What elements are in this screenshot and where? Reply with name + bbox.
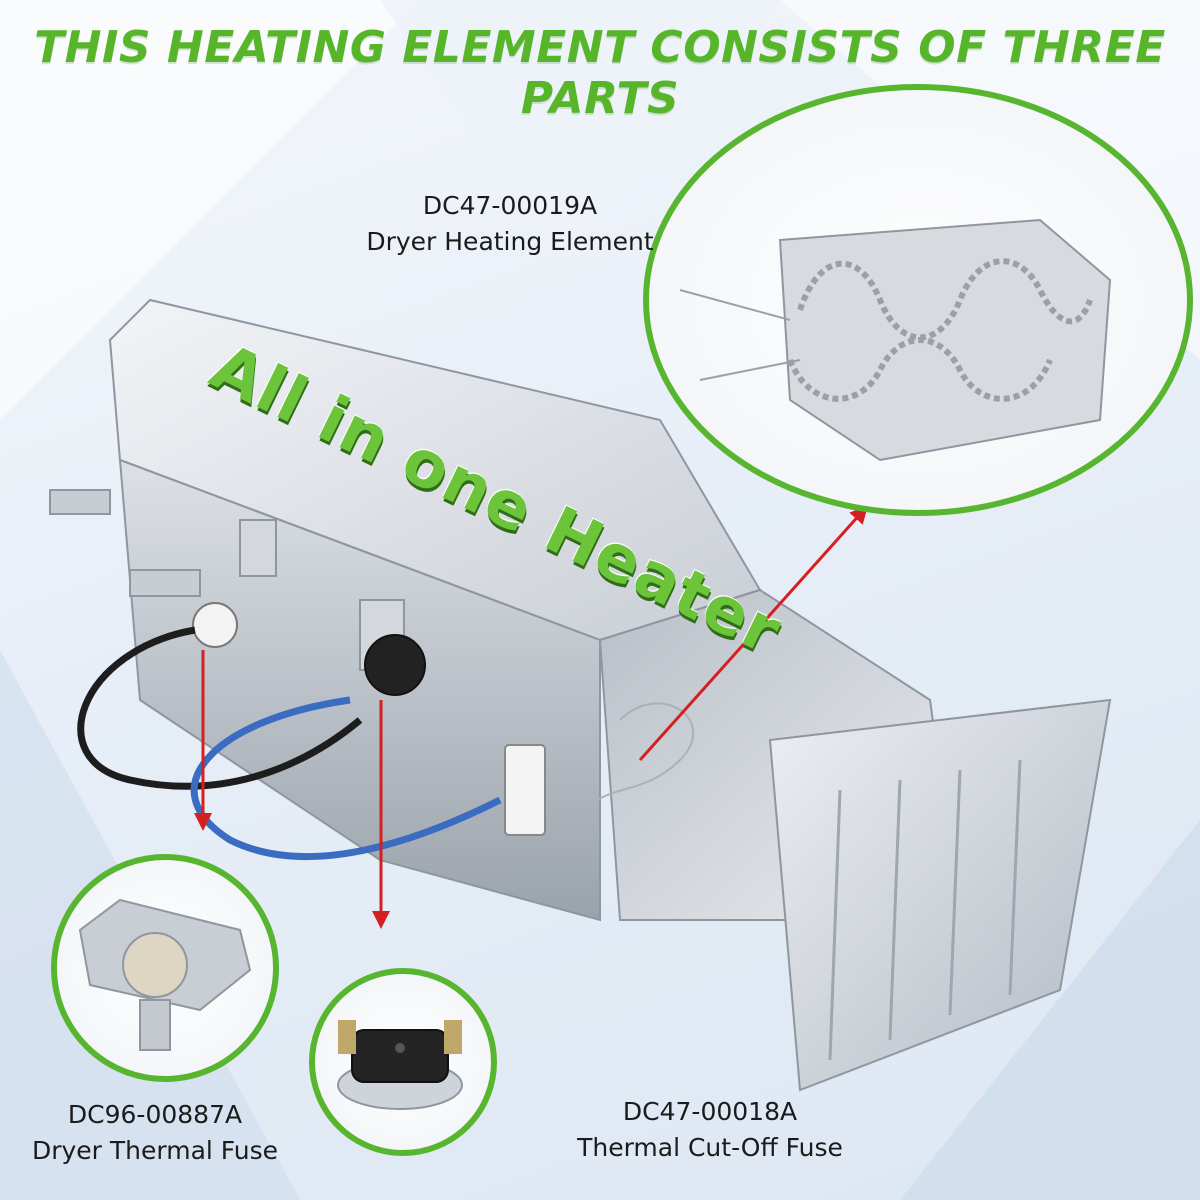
heating-coil-icon: [679, 218, 1112, 462]
thermal-fuse-code: DC96-00887A: [67, 1100, 243, 1129]
headline: THIS HEATING ELEMENT CONSISTS OF THREE P…: [34, 22, 1166, 124]
cutoff-fuse-name: Thermal Cut-Off Fuse: [577, 1133, 843, 1162]
arrow-to-heating-element: [638, 505, 869, 762]
cutoff-fuse-code: DC47-00018A: [622, 1097, 798, 1126]
cutoff-fuse-icon: [337, 1020, 463, 1110]
thermal-fuse-circle: [51, 854, 279, 1082]
heating-element-code: DC47-00019A: [422, 191, 598, 220]
heater-housing: [49, 298, 1112, 1092]
heating-element-circle: [643, 84, 1193, 516]
thermal-fuse-icon: [78, 898, 252, 1051]
heating-element-name: Dryer Heating Element: [366, 227, 654, 256]
thermal-fuse-label: DC96-00887A Dryer Thermal Fuse: [20, 1097, 290, 1169]
thermal-fuse-name: Dryer Thermal Fuse: [31, 1136, 279, 1165]
cutoff-fuse-circle: [309, 968, 497, 1156]
cutoff-fuse-label: DC47-00018A Thermal Cut-Off Fuse: [550, 1094, 870, 1166]
heating-element-label: DC47-00019A Dryer Heating Element: [360, 188, 660, 260]
